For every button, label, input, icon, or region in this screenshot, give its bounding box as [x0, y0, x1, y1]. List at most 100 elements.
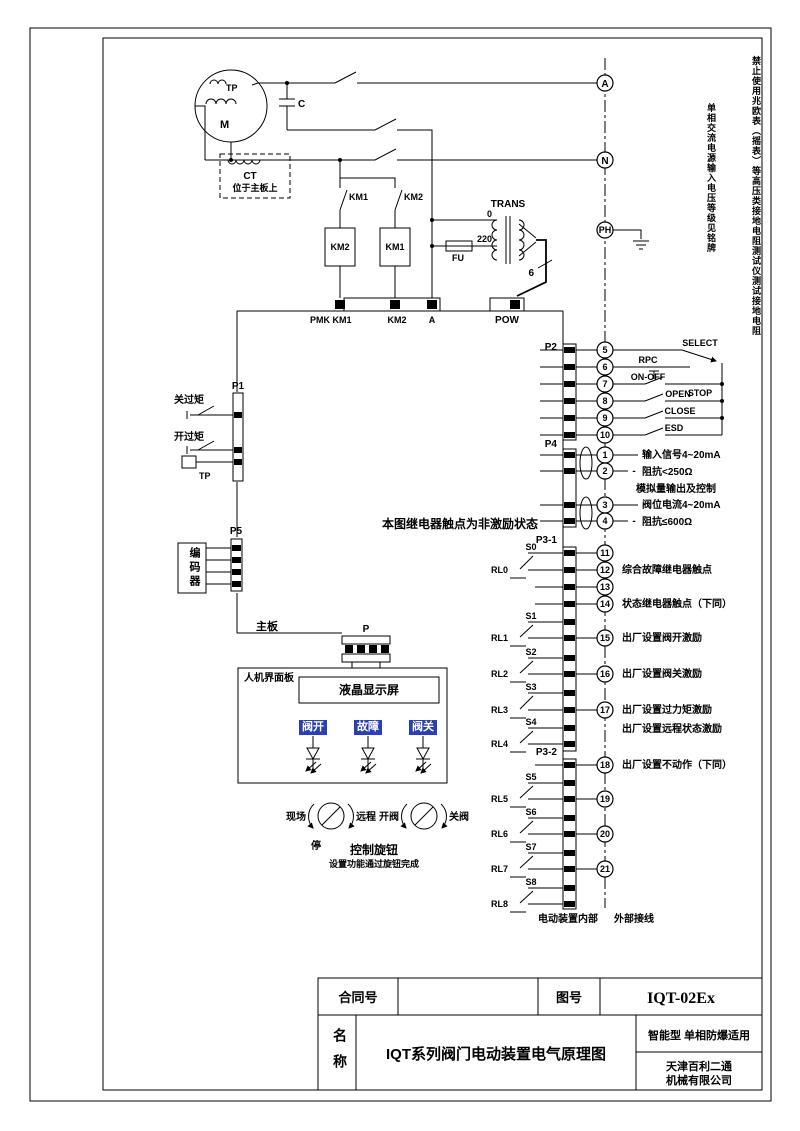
- minus-sign: -: [632, 516, 635, 527]
- motor-label: M: [220, 119, 229, 131]
- p-hmi-links: [351, 662, 381, 668]
- numbered-terminals: 5 6 7 8 9 10 1 2 3 4 11 12 13 14 15 16 1…: [596, 341, 614, 878]
- edge-connectors: P2 P4 P3-1 P3-2: [536, 342, 597, 910]
- motor-symbol: [194, 69, 268, 143]
- switch-s1: S1: [525, 611, 536, 621]
- terminal-number: 11: [600, 548, 610, 558]
- terminal-n-circle: [596, 151, 614, 169]
- terminal-a-circle: [596, 74, 614, 92]
- drawing-number: IQT-02Ex: [647, 990, 715, 1007]
- lcd-label: 液晶显示屏: [339, 682, 399, 697]
- connector-pins: [564, 347, 575, 907]
- relay-rl4: RL4: [491, 739, 508, 749]
- knob-section: 现场 远程 停 开阀 关阀 控制旋钮 设置功能通过旋钮完成: [286, 802, 469, 869]
- p2-external: SELECT RPC ON-OFF STOP OPEN CLOSE ESD: [613, 338, 724, 436]
- terminal-number: 12: [600, 565, 610, 575]
- p2-label: P2: [545, 342, 558, 353]
- switch-s7: S7: [525, 842, 536, 852]
- ct-box: [219, 153, 291, 199]
- tap0-label: 0: [487, 209, 492, 219]
- tap220-label: 220: [477, 234, 492, 244]
- relay-annotations: 综合故障继电器触点 状态继电器触点（下同） 出厂设置阀开激励 出厂设置阀关激励 …: [622, 563, 732, 771]
- switch-s8: S8: [525, 877, 536, 887]
- terminal-circle: [596, 595, 614, 613]
- open-label: OPEN: [665, 389, 691, 399]
- hmi-panel-box: [237, 667, 448, 784]
- input-impedance-label: 阻抗<250Ω: [642, 465, 693, 478]
- km1-contact-label: KM1: [349, 192, 368, 202]
- pmk-label: PMK: [310, 315, 331, 325]
- p-label: P: [363, 624, 370, 635]
- name-label: 名称: [332, 1028, 348, 1080]
- p31-label: P3-1: [536, 535, 558, 546]
- terminal-number: 8: [602, 396, 607, 406]
- pow-connector-bar: [489, 297, 525, 312]
- p-connector-pins: [345, 645, 389, 653]
- relay-state-note: 本图继电器触点为非激励状态: [382, 516, 538, 531]
- p4-external-wires: [613, 454, 638, 522]
- supply-voltage-note: 单相交流电源输入电压等级见铭牌: [706, 103, 716, 253]
- internal-label: 电动装置内部: [538, 912, 598, 925]
- led-fault-indicator: 故障: [354, 720, 382, 735]
- knob-stop-label: 停: [311, 839, 321, 852]
- terminal-wires: [576, 349, 597, 870]
- ground-symbol: [613, 229, 649, 250]
- terminal-circle: [596, 790, 614, 808]
- no-megger-note: 禁止使用兆欧表（摇表）等高压类接地电阻测试仪测试接地电阻: [751, 56, 761, 336]
- noact-annotation: 出厂设置不动作（下同）: [622, 758, 732, 771]
- km1-coil-box: [379, 227, 411, 267]
- switch-s0: S0: [525, 542, 536, 552]
- terminal-circle: [596, 578, 614, 596]
- status-annotation: 状态继电器触点（下同）: [622, 597, 732, 610]
- terminal-circle: [596, 544, 614, 562]
- knob-arrow: [440, 803, 448, 829]
- position-impedance-label: 阻抗≤600Ω: [642, 515, 692, 528]
- mainboard-outline: 主板: [236, 310, 564, 759]
- pmk-pow-pins: [335, 300, 520, 309]
- onoff-label: ON-OFF: [631, 372, 666, 382]
- knob-note: 设置功能通过旋钮完成: [329, 858, 419, 869]
- led-arrow: [415, 761, 427, 772]
- open-exc-annotation: 出厂设置阀开激励: [622, 631, 702, 644]
- terminal-circle: [596, 561, 614, 579]
- close-torque-label: 关过矩: [174, 393, 204, 406]
- relay-rl6: RL6: [491, 829, 508, 839]
- p1-section: P1 关过矩 开过矩 TP: [174, 381, 245, 482]
- relay-rl8: RL8: [491, 899, 508, 909]
- junction-dots: [229, 81, 434, 248]
- openclose-knob: [410, 802, 438, 830]
- km2-coil-box: [324, 227, 356, 267]
- p32-label: P3-2: [536, 747, 558, 758]
- p5-section: P5: [177, 526, 243, 594]
- position-current-label: 阀位电流4~20mA: [642, 498, 721, 511]
- switch-s3: S3: [525, 682, 536, 692]
- terminal-number: 6: [602, 362, 607, 372]
- terminal-number: 5: [602, 345, 607, 355]
- terminal-circle: [596, 825, 614, 843]
- relay-contacts: RL0 S0 RL1 S1 RL2 S2 RL3 S3 RL4 S4 RL5 S…: [491, 542, 563, 913]
- terminal-circle: [596, 462, 614, 480]
- hmi-panel-label: 人机界面板: [244, 671, 295, 684]
- knob-arrow: [307, 803, 315, 829]
- fuse-label: FU: [452, 253, 464, 263]
- p-connector-top: [341, 635, 391, 645]
- terminal-number: 17: [600, 705, 610, 715]
- minus-sign: -: [632, 466, 635, 477]
- p5-connector-bar: [230, 538, 243, 592]
- relay-wires: [510, 552, 563, 913]
- terminal-circle: [596, 392, 614, 410]
- company-name-line1: 天津百利二通: [666, 1059, 732, 1073]
- close-label: CLOSE: [664, 406, 695, 416]
- km1-coil-label: KM1: [385, 242, 404, 252]
- fuse-symbol: [445, 240, 473, 252]
- figure-label: 图号: [556, 990, 582, 1005]
- terminal-circle: [596, 341, 614, 359]
- terminal-number: 1: [602, 450, 607, 460]
- torque-exc-annotation: 出厂设置过力矩激励: [622, 703, 712, 716]
- board-stub-wires: [540, 349, 563, 522]
- p1-tp-label: TP: [199, 471, 211, 481]
- encoder-wires: [206, 547, 231, 585]
- p4-connector-bar: [562, 448, 577, 528]
- knob-pointers: [321, 806, 434, 826]
- km2-coil-label: KM2: [330, 242, 349, 252]
